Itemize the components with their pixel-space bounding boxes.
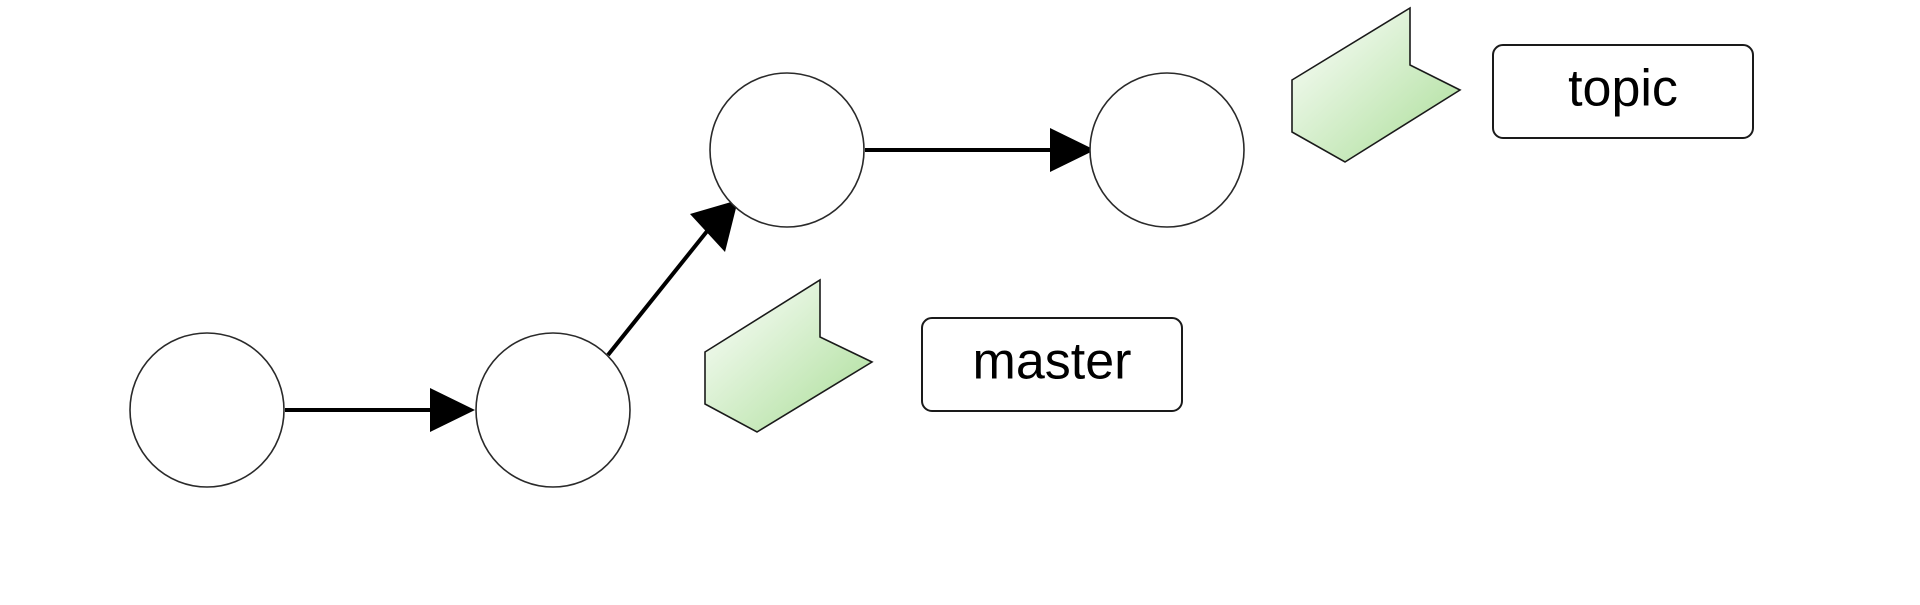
branch-pointer-master: master bbox=[704, 278, 1183, 433]
commit-node bbox=[709, 72, 865, 228]
branch-flag-icon bbox=[704, 278, 874, 433]
branch-label-box bbox=[921, 317, 1183, 412]
commit-node bbox=[1089, 72, 1245, 228]
branch-pointer-topic: topic bbox=[1291, 6, 1754, 163]
branch-flag-icon bbox=[1291, 6, 1462, 163]
commit-edges bbox=[285, 128, 1095, 432]
arrowhead-commit3-commit4 bbox=[1050, 128, 1095, 172]
branch-label-master: master bbox=[973, 333, 1132, 391]
arrowhead-commit2-commit3 bbox=[690, 200, 738, 252]
edge-commit2-commit3 bbox=[606, 228, 710, 357]
branch-label-topic: topic bbox=[1568, 60, 1678, 118]
commits bbox=[129, 72, 1245, 488]
commit-node bbox=[129, 332, 285, 488]
arrowhead-commit1-commit2 bbox=[430, 388, 475, 432]
branch-label-box bbox=[1492, 44, 1754, 139]
commit-node bbox=[475, 332, 631, 488]
